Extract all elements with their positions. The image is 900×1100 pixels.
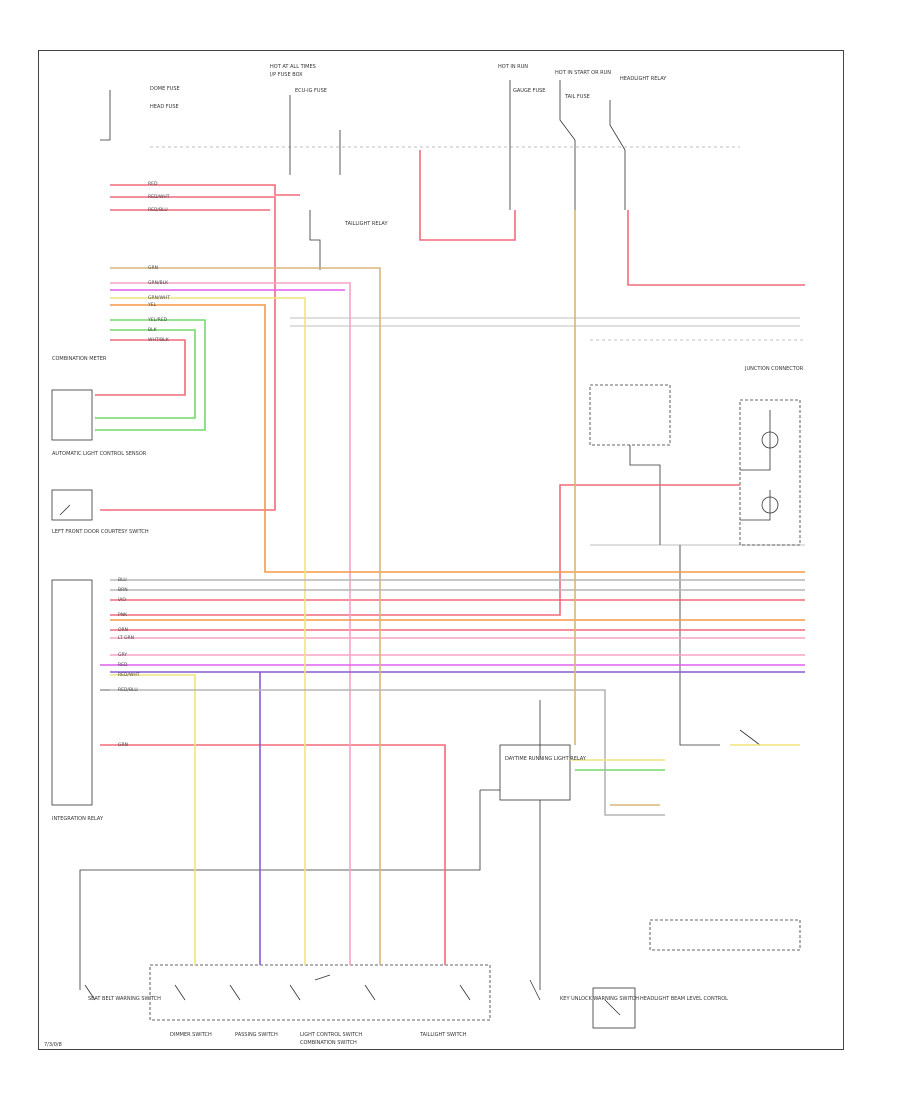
wire-color-label: BRN bbox=[118, 587, 128, 593]
fuse-label-4: TAIL FUSE bbox=[564, 94, 590, 100]
wire-color-label: ORN bbox=[118, 627, 128, 633]
wire-red-9 bbox=[100, 744, 446, 965]
top-label-1: HOT IN RUN bbox=[498, 64, 528, 70]
wire-color-label: WHT/BLK bbox=[148, 337, 170, 343]
component-label-13: KEY UNLOCK WARNING SWITCH bbox=[560, 996, 639, 1002]
wire-green-22 bbox=[95, 319, 206, 431]
wire-red-1 bbox=[100, 196, 276, 511]
fuse-label-3: GAUGE FUSE bbox=[513, 88, 545, 94]
component-label-5: HEADLIGHT RELAY bbox=[620, 76, 667, 82]
component-label-0: COMBINATION METER bbox=[52, 356, 107, 362]
meter-right-box bbox=[739, 399, 801, 546]
footer-code: 7/3/0/8 bbox=[44, 1042, 62, 1048]
wire-color-label: BLU bbox=[118, 577, 127, 583]
component-label-1: AUTOMATIC LIGHT CONTROL SENSOR bbox=[52, 451, 147, 457]
wire-color-label: RED/BLU bbox=[148, 207, 168, 213]
top-label-2: HOT IN START OR RUN bbox=[555, 70, 611, 76]
indicator-lamp-icon bbox=[761, 496, 779, 514]
wire-color-label: RED bbox=[118, 662, 128, 668]
wire-yellow-20 bbox=[110, 297, 306, 965]
combination-meter-box bbox=[51, 579, 93, 806]
component-label-9: DAYTIME RUNNING LIGHT RELAY bbox=[505, 756, 587, 762]
wire-color-label: GRN bbox=[148, 265, 158, 271]
component-label-10: PASSING SWITCH bbox=[235, 1032, 278, 1038]
wire-gray-27 bbox=[110, 689, 665, 816]
wire-color-label: YEL/RED bbox=[147, 317, 168, 323]
colored-wires bbox=[95, 150, 805, 965]
wire-color-label: GRY bbox=[118, 652, 127, 658]
wire-color-label: GRN/BLK bbox=[148, 280, 169, 286]
component-label-7: INTEGRATION RELAY bbox=[52, 816, 104, 822]
wire-color-label: RED/BLU bbox=[118, 687, 138, 693]
black-wires bbox=[79, 80, 771, 990]
wire-color-label: LT GRN bbox=[118, 635, 134, 641]
gauge-icon bbox=[761, 431, 779, 449]
switch-contacts bbox=[59, 431, 779, 1016]
wire-color-label: RED bbox=[148, 181, 158, 187]
component-label-14: COMBINATION SWITCH bbox=[300, 1040, 357, 1046]
fuse-label-2: ECU-IG FUSE bbox=[295, 88, 327, 94]
fuse-label-5: HEAD FUSE bbox=[150, 104, 179, 110]
component-label-12: SEAT BELT WARNING SWITCH bbox=[88, 996, 161, 1002]
automatic-light-sensor-box bbox=[51, 389, 93, 441]
fuse-label-1: DOME FUSE bbox=[150, 86, 180, 92]
junction-connector-lower-box bbox=[649, 919, 801, 951]
wire-color-label: GRN bbox=[118, 742, 128, 748]
wire-red-0 bbox=[110, 184, 300, 196]
beam-level-control-box bbox=[592, 987, 636, 1029]
component-boxes bbox=[51, 384, 801, 1029]
wire-color-label: GRN/WHT bbox=[148, 295, 170, 301]
wire-color-label: VIO bbox=[118, 597, 126, 603]
component-label-11: TAILLIGHT SWITCH bbox=[419, 1032, 467, 1038]
junction-connector-box bbox=[589, 384, 671, 446]
combination-switch-box bbox=[149, 964, 491, 1021]
diagram-frame bbox=[38, 50, 844, 1050]
top-label-0: HOT AT ALL TIMES bbox=[270, 64, 316, 70]
wire-color-label: PNK bbox=[118, 612, 128, 618]
daytime-running-relay-box bbox=[499, 744, 571, 801]
component-label-8: JUNCTION CONNECTOR bbox=[744, 366, 804, 372]
door-courtesy-switch-box bbox=[51, 489, 93, 521]
wire-color-label: YEL bbox=[147, 302, 157, 308]
component-label-3: LIGHT CONTROL SWITCH bbox=[300, 1032, 362, 1038]
component-label-2: LEFT FRONT DOOR COURTESY SWITCH bbox=[52, 529, 149, 535]
wire-color-label: RED/WHT bbox=[148, 194, 170, 200]
splice-lines bbox=[150, 146, 805, 546]
wire-color-label: BLK bbox=[148, 327, 158, 333]
wire-orange-17 bbox=[110, 304, 805, 573]
wire-red-3 bbox=[419, 150, 516, 241]
fuse-label-0: I/P FUSE BOX bbox=[270, 72, 303, 78]
wire-yellow-21 bbox=[110, 674, 196, 965]
component-label-6: TAILLIGHT RELAY bbox=[344, 221, 388, 227]
wire-green-23 bbox=[95, 329, 196, 419]
component-label-4: DIMMER SWITCH bbox=[170, 1032, 212, 1038]
wire-red-5 bbox=[95, 339, 186, 396]
wire-color-label: RED/WHT bbox=[118, 672, 140, 678]
labels: HOT AT ALL TIMES HOT IN RUN HOT IN START… bbox=[44, 64, 804, 1048]
component-label-15: HEADLIGHT BEAM LEVEL CONTROL bbox=[640, 996, 728, 1002]
wire-red-7 bbox=[110, 484, 740, 616]
wire-red-4 bbox=[627, 210, 805, 286]
wire-tan-19 bbox=[110, 267, 381, 965]
wire-pink-10 bbox=[110, 282, 351, 965]
